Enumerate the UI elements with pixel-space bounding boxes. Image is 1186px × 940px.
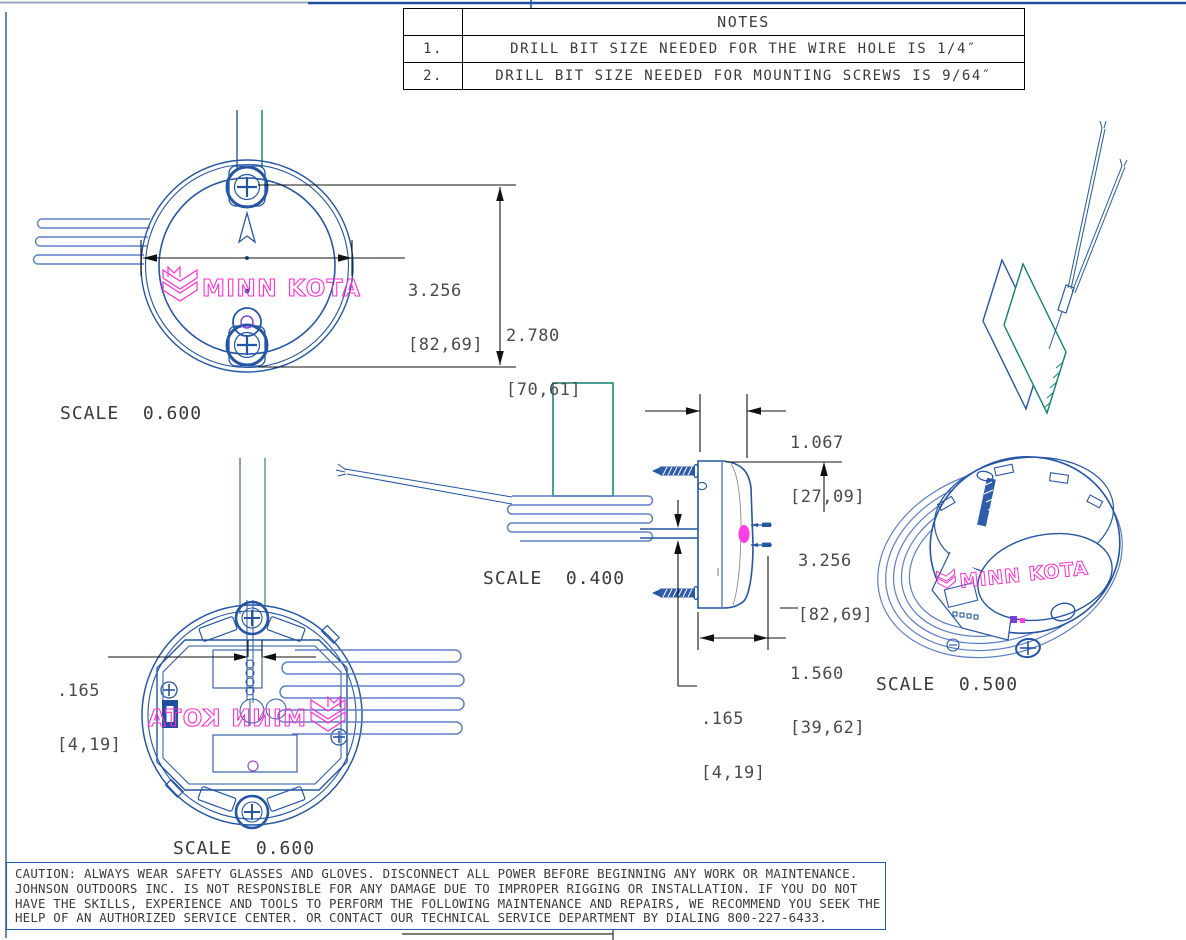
table-row: 1. DRILL BIT SIZE NEEDED FOR THE WIRE HO… (403, 35, 1025, 63)
dim-inches: 2.780 (506, 326, 560, 346)
lag-screw (652, 463, 700, 479)
note-number: 2. (403, 62, 463, 90)
brand-text: MINN KOTA (202, 276, 362, 302)
dim-back-wire-dia: .165 [4,19] (57, 646, 121, 790)
dim-side-wire-dia: .165 [4,19] (701, 674, 765, 818)
iso-wire-leads (1048, 120, 1128, 350)
iso-view: MINN KOTA (877, 120, 1128, 659)
dim-inches: 3.256 (408, 281, 462, 301)
front-view-dim-lines (140, 184, 516, 368)
rim-slots (164, 616, 341, 812)
caution-line: JOHNSON OUTDOORS INC. IS NOT RESPONSIBLE… (15, 880, 858, 896)
side-view (335, 382, 772, 609)
front-wire-coil (32, 218, 150, 265)
dim-side-depth: 1.067 [27,09] (790, 398, 865, 542)
dim-mm: [4,19] (57, 735, 122, 755)
plate-hatch (1043, 361, 1064, 409)
front-view-scale-label: SCALE 0.600 (60, 403, 203, 424)
dim-inches: 1.067 (790, 433, 844, 453)
back-view-scale-label: SCALE 0.600 (173, 838, 316, 859)
phillips-screw-icon (237, 177, 257, 197)
up-arrow-icon (237, 210, 257, 244)
side-view-scale-label: SCALE 0.400 (483, 568, 626, 589)
back-wire-coil (277, 649, 465, 735)
iso-base-plate (931, 551, 1015, 641)
wire-leads (335, 463, 513, 505)
dim-inches: .165 (701, 709, 744, 729)
iso-view-scale-label: SCALE 0.500 (876, 674, 1019, 695)
notes-header: NOTES (462, 8, 1025, 36)
iso-rim-details (936, 463, 1104, 512)
highlight-marker (738, 525, 750, 543)
dim-inches: .165 (57, 681, 100, 701)
dim-mm: [27,09] (790, 487, 866, 507)
dim-mm: [82,69] (798, 605, 874, 625)
note-text: DRILL BIT SIZE NEEDED FOR THE WIRE HOLE … (462, 35, 1025, 63)
dim-mm: [70,61] (506, 380, 582, 400)
brand-text: MINN KOTA (147, 706, 307, 732)
caution-line: HAVE THE SKILLS, EXPERIENCE AND TOOLS TO… (15, 895, 881, 911)
iso-face-details (943, 581, 1076, 659)
iso-top-screw (976, 470, 1000, 527)
dim-side-height: 3.256 [82,69] (798, 516, 874, 660)
side-view-dim-lines (645, 394, 842, 687)
notes-table: NOTES 1. DRILL BIT SIZE NEEDED FOR THE W… (403, 8, 1025, 90)
note-text: DRILL BIT SIZE NEEDED FOR MOUNTING SCREW… (462, 62, 1025, 90)
note-number: 1. (403, 35, 463, 63)
caution-line: CAUTION: ALWAYS WEAR SAFETY GLASSES AND … (15, 866, 858, 881)
dim-mm: [39,62] (790, 718, 866, 738)
dim-mm: [4,19] (701, 763, 766, 783)
dim-inches: 1.560 (790, 664, 844, 684)
back-view: MINN KOTA (141, 458, 465, 830)
dim-side-width: 1.560 [39,62] (790, 629, 865, 773)
side-wire-coil (506, 495, 654, 542)
lag-screw (652, 585, 700, 601)
notes-header-spacer (403, 8, 463, 36)
center-cable (239, 600, 287, 726)
dim-front-width: 3.256 [82,69] (408, 246, 483, 390)
minn-kota-logo: MINN KOTA (162, 265, 362, 303)
front-view: MINN KOTA (32, 110, 362, 373)
connector-pins (751, 522, 772, 547)
back-view-dim-lines (108, 640, 316, 661)
notes-header-row: NOTES (403, 8, 1025, 36)
minn-kota-logo-mirrored: MINN KOTA (146, 695, 346, 733)
plate-front (1003, 262, 1067, 415)
caution-line: HELP OF AN AUTHORIZED SERVICE CENTER. OR… (15, 910, 827, 926)
dim-mm: [82,69] (408, 335, 484, 355)
phillips-screw-icon (237, 335, 257, 355)
table-row: 2. DRILL BIT SIZE NEEDED FOR MOUNTING SC… (403, 62, 1025, 90)
dim-inches: 3.256 (798, 551, 852, 571)
dim-front-height: 2.780 [70,61] (506, 291, 581, 435)
caution-notice: CAUTION: ALWAYS WEAR SAFETY GLASSES AND … (6, 862, 886, 930)
